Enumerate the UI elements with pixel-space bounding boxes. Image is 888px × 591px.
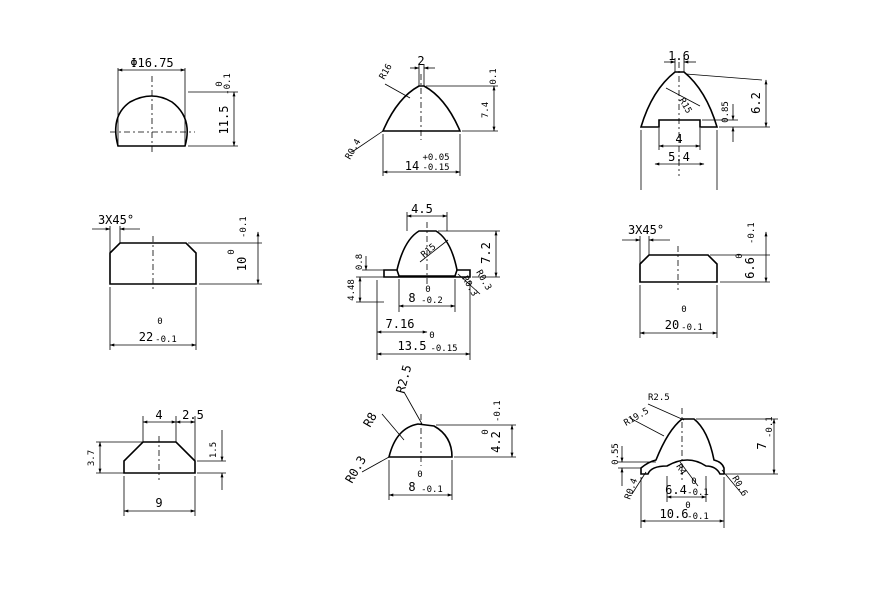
part-4-height: 10 [235, 257, 249, 271]
part-4-outline [109, 242, 197, 285]
part-8-width-up: 0 [417, 470, 422, 480]
part-4-chamfer: 3X45° [98, 213, 134, 227]
part-9-fillet-right: R0.6 [729, 475, 749, 499]
part-2-outline [381, 85, 462, 132]
part-5-step: 0.8 [355, 254, 365, 270]
part-7-outline [123, 441, 196, 474]
part-3-outline [639, 71, 719, 128]
part-9-height: 7 [755, 442, 769, 449]
part-3-height: 6.2 [749, 92, 763, 114]
part-3-step: 0.85 [721, 101, 731, 123]
part-8-width-low: -0.1 [421, 485, 443, 495]
part-8-height: 4.2 [489, 431, 503, 453]
part-2-height-tol: -0.1 [489, 68, 499, 90]
part-5-side: 4.48 [347, 279, 357, 301]
part-9-outline [640, 418, 725, 475]
part-1-dome: Φ16.75 11.5 0 -0.1 [110, 56, 238, 152]
part-9-inner-radius: R4 [673, 463, 687, 477]
part-5-top-width: 4.5 [411, 202, 433, 216]
part-2-fillet: R0.4 [344, 138, 364, 162]
part-6-height-low: -0.1 [747, 222, 757, 244]
part-8-height-low: -0.1 [493, 400, 503, 422]
part-2-width: 14 [405, 159, 419, 173]
part-9-arched-inner: R2.5 R19.5 R4 R0.4 R0.6 0.55 6.4 0 -0.1 … [611, 393, 778, 528]
part-4-chamfered-block: 3X45° 22 0 -0.1 10 0 -0.1 [92, 213, 262, 350]
part-6-width: 20 [665, 318, 679, 332]
part-9-radius-top: R2.5 [648, 393, 670, 403]
part-1-outline [114, 95, 188, 147]
part-2-height: 7.4 [481, 102, 491, 118]
part-3-base: 5.4 [668, 150, 690, 164]
part-4-height-low: -0.1 [239, 216, 249, 238]
part-5-inner-up: 0 [425, 285, 430, 295]
part-5-arch-flanged: 4.5 R15 7.2 R0.3 R0.3 0.8 4.48 8 0 -0.2 … [347, 202, 500, 360]
part-9-step: 0.55 [611, 443, 621, 465]
part-6-thin-block: 3X45° 20 0 -0.1 6.6 0 -0.1 [622, 222, 770, 338]
part-9-radius-side: R19.5 [623, 406, 651, 428]
part-8-small-dome: R8 R2.5 R0.3 8 0 -0.1 4.2 0 -0.1 [342, 363, 516, 500]
part-8-width: 8 [408, 480, 415, 494]
part-2-top-width: 2 [417, 54, 424, 68]
part-5-inner: 8 [408, 291, 415, 305]
part-3-roof-slot: 1.6 R15 4 5.4 0.85 6.2 [639, 49, 770, 190]
part-2-radius-top: R16 [378, 62, 395, 81]
part-8-radius-top: R2.5 [393, 363, 414, 395]
part-9-inner-up: 0 [691, 477, 696, 487]
part-2-width-up: +0.05 [422, 153, 449, 163]
part-7-top: 4 [155, 408, 162, 422]
part-5-radius: R15 [420, 242, 439, 260]
part-7-width: 9 [155, 496, 162, 510]
part-3-top-width: 1.6 [668, 49, 690, 63]
part-6-width-up: 0 [681, 305, 686, 315]
part-1-height: 11.5 [217, 106, 231, 135]
part-3-slot: 4 [675, 132, 682, 146]
part-9-width: 10.6 [660, 507, 689, 521]
part-4-height-up: 0 [227, 249, 237, 254]
part-1-diameter: Φ16.75 [130, 56, 173, 70]
part-1-height-low: -0.1 [223, 73, 233, 95]
part-8-radius-big: R8 [360, 410, 379, 430]
part-8-height-up: 0 [481, 429, 491, 434]
part-7-inner-height: 1.5 [209, 442, 219, 458]
part-5-offset: 7.16 [386, 317, 415, 331]
part-6-width-low: -0.1 [681, 323, 703, 333]
part-5-outline [383, 230, 471, 278]
part-7-height: 3.7 [87, 450, 97, 466]
part-5-width-up: 0 [429, 331, 434, 341]
part-6-chamfer: 3X45° [628, 223, 664, 237]
part-9-width-up: 0 [685, 501, 690, 511]
part-5-height: 7.2 [479, 242, 493, 264]
part-1-height-up: 0 [215, 81, 225, 86]
part-9-inner-width: 6.4 [665, 483, 687, 497]
part-7-chamfer: 2.5 [182, 408, 204, 422]
part-5-inner-low: -0.2 [421, 296, 443, 306]
part-5-fillet-b: R0.3 [459, 275, 479, 299]
part-2-width-low: -0.15 [422, 163, 449, 173]
part-9-width-low: -0.1 [687, 512, 709, 522]
part-6-height-up: 0 [735, 253, 745, 258]
part-9-fillet-left: R0.4 [623, 477, 640, 501]
part-4-width-up: 0 [157, 317, 162, 327]
part-5-width: 13.5 [398, 339, 427, 353]
part-4-width-low: -0.1 [155, 335, 177, 345]
part-4-width: 22 [139, 330, 153, 344]
part-6-outline [639, 254, 718, 283]
part-9-inner-low: -0.1 [687, 488, 709, 498]
part-8-fillet: R0.3 [342, 453, 369, 485]
part-5-width-low: -0.15 [430, 344, 457, 354]
part-7-trapezoid: 4 2.5 3.7 1.5 9 [87, 408, 226, 516]
part-9-height-tol: -0.1 [765, 416, 775, 438]
part-6-height: 6.6 [743, 257, 757, 279]
part-8-outline [387, 423, 453, 458]
part-2-peaked: 2 R16 R0.4 14 +0.05 -0.15 7.4 -0.1 [344, 54, 499, 176]
